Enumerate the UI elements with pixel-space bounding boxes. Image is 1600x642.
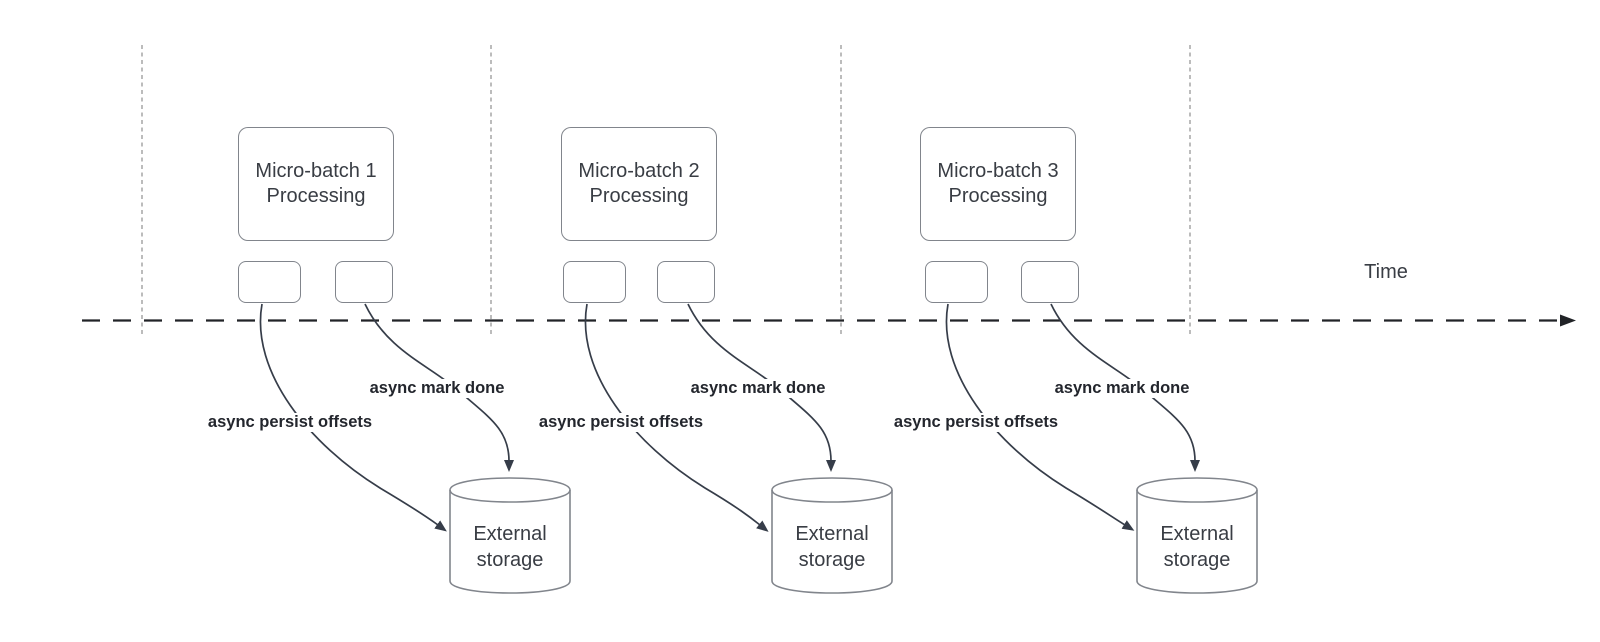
- micro-batch-title-line2: Processing: [266, 185, 366, 207]
- mark-done-arrow-label: async mark done: [1051, 379, 1193, 398]
- micro-batch-processing-box: Micro-batch 2 Processing: [561, 127, 717, 241]
- mark-done-task-box: [657, 261, 715, 303]
- micro-batch-processing-box: Micro-batch 3 Processing: [920, 127, 1076, 241]
- external-storage-label: External storage: [473, 523, 547, 571]
- micro-batch-title-line2: Processing: [948, 185, 1048, 207]
- persist-offsets-task-box: [238, 261, 301, 303]
- mark-done-task-box: [1021, 261, 1079, 303]
- micro-batch-title-line2: Processing: [589, 185, 689, 207]
- micro-batch-processing-box: Micro-batch 1 Processing: [238, 127, 394, 241]
- micro-batch-title-line1: Micro-batch 2: [578, 160, 700, 182]
- external-storage-label: External storage: [1160, 523, 1234, 571]
- persist-offsets-arrow: [584, 303, 769, 532]
- micro-batch-title-line1: Micro-batch 1: [255, 160, 377, 182]
- mark-done-task-box: [335, 261, 393, 303]
- mark-done-arrow-label: async mark done: [687, 379, 829, 398]
- external-storage-cylinder: [449, 477, 571, 594]
- persist-offsets-arrow-label: async persist offsets: [204, 413, 376, 432]
- external-storage-label: External storage: [795, 523, 869, 571]
- time-axis-label: Time: [1364, 261, 1408, 283]
- persist-offsets-arrow-label: async persist offsets: [890, 413, 1062, 432]
- persist-offsets-task-box: [925, 261, 988, 303]
- persist-offsets-arrow: [259, 303, 447, 532]
- mark-done-arrow-label: async mark done: [366, 379, 508, 398]
- persist-offsets-arrow-label: async persist offsets: [535, 413, 707, 432]
- persist-offsets-arrow: [945, 303, 1135, 531]
- micro-batch-title-line1: Micro-batch 3: [937, 160, 1059, 182]
- external-storage-cylinder: [771, 477, 893, 594]
- persist-offsets-task-box: [563, 261, 626, 303]
- external-storage-cylinder: [1136, 477, 1258, 594]
